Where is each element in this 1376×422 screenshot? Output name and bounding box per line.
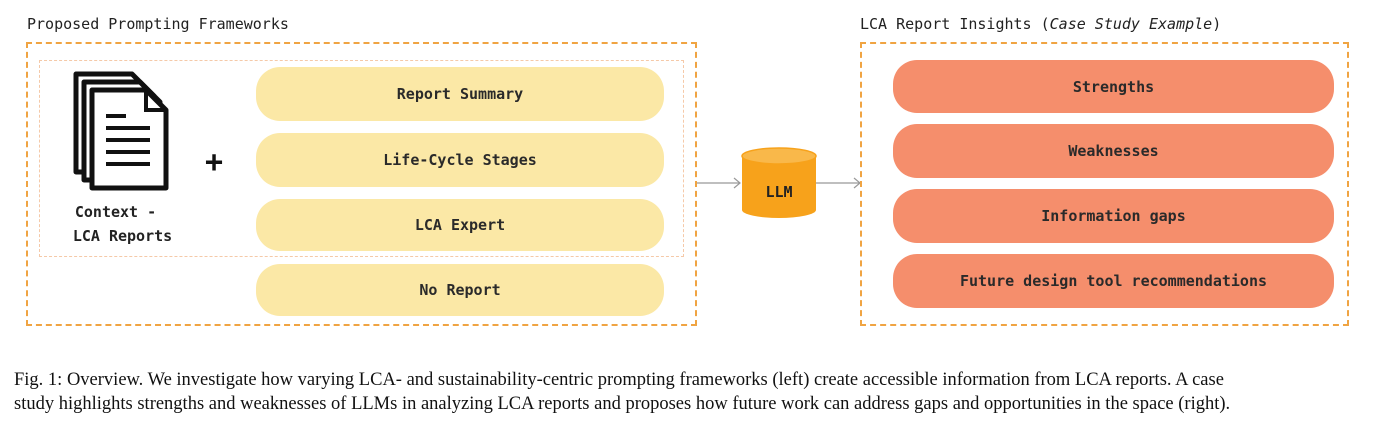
caption-line-2: study highlights strengths and weaknesse… (14, 394, 1231, 414)
insight-pill-information-gaps: Information gaps (893, 189, 1334, 243)
context-label: Context - LCA Reports (50, 200, 195, 248)
insight-pill-strengths: Strengths (893, 60, 1334, 113)
prompting-frameworks-box (26, 42, 697, 326)
left-panel-title: Proposed Prompting Frameworks (27, 15, 289, 33)
context-frameworks-group (39, 60, 684, 257)
framework-pill-report-summary: Report Summary (256, 67, 664, 121)
framework-pill-no-report: No Report (256, 264, 664, 316)
right-panel-title-italic: Case Study Example (1049, 15, 1213, 33)
context-label-line1: Context - (74, 203, 157, 221)
figure-caption: Fig. 1: Overview. We investigate how var… (14, 368, 1364, 416)
caption-line-1: Fig. 1: Overview. We investigate how var… (14, 370, 1224, 390)
right-panel-title-suffix: ) (1212, 15, 1222, 33)
arrow-right-icon (697, 177, 741, 189)
framework-pill-life-cycle-stages: Life-Cycle Stages (256, 133, 664, 187)
arrow-right-icon (816, 177, 861, 189)
insight-pill-weaknesses: Weaknesses (893, 124, 1334, 178)
right-panel-title: LCA Report Insights (Case Study Example) (860, 15, 1221, 33)
report-insights-box (860, 42, 1349, 326)
insight-pill-future-design-tool-recommendations: Future design tool recommendations (893, 254, 1334, 308)
right-panel-title-prefix: LCA Report Insights ( (860, 15, 1050, 33)
framework-pill-lca-expert: LCA Expert (256, 199, 664, 251)
plus-sign: + (205, 145, 224, 180)
context-label-line2: LCA Reports (72, 227, 173, 245)
llm-label: LLM (765, 183, 793, 201)
